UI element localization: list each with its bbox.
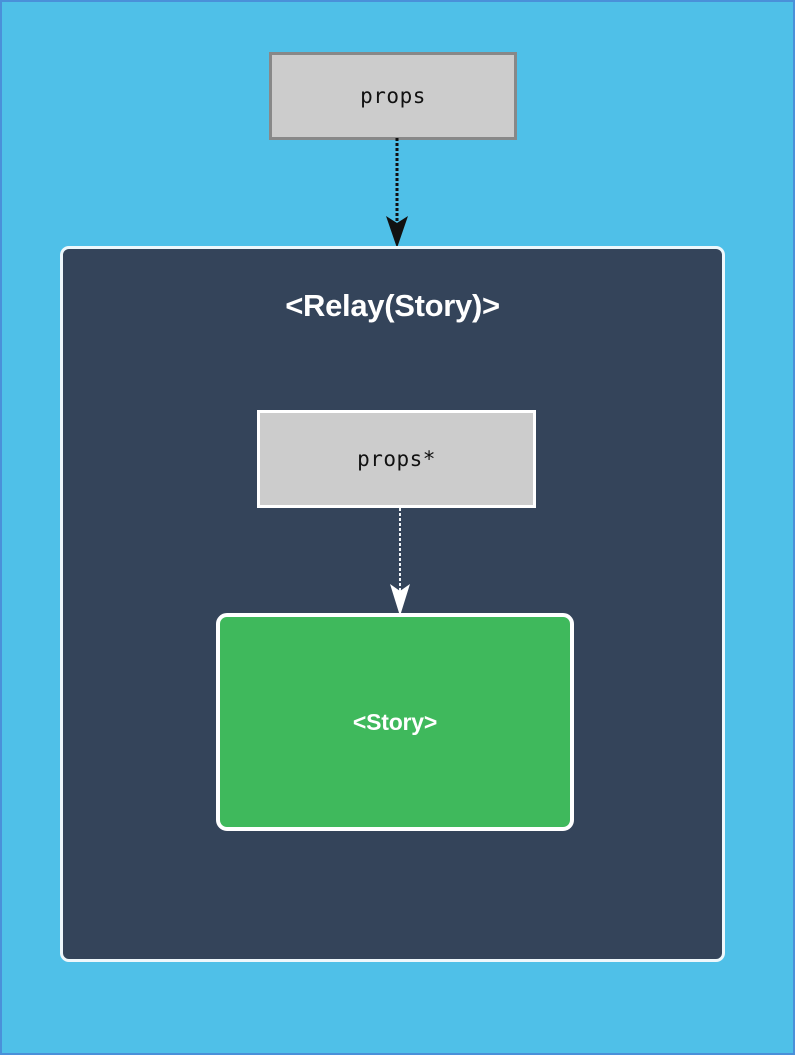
props-star-box-label: props*: [357, 447, 436, 471]
propsstar-to-story-arrow: [390, 508, 410, 616]
props-star-box: props*: [257, 410, 536, 508]
relay-story-title: <Relay(Story)>: [285, 288, 500, 323]
props-to-relay-arrow: [386, 138, 408, 248]
relay-story-panel: <Relay(Story)> props* <Story>: [60, 246, 725, 962]
props-box-label: props: [360, 84, 426, 108]
props-box: props: [269, 52, 517, 140]
story-component-box: <Story>: [216, 613, 574, 831]
story-component-label: <Story>: [352, 708, 438, 735]
